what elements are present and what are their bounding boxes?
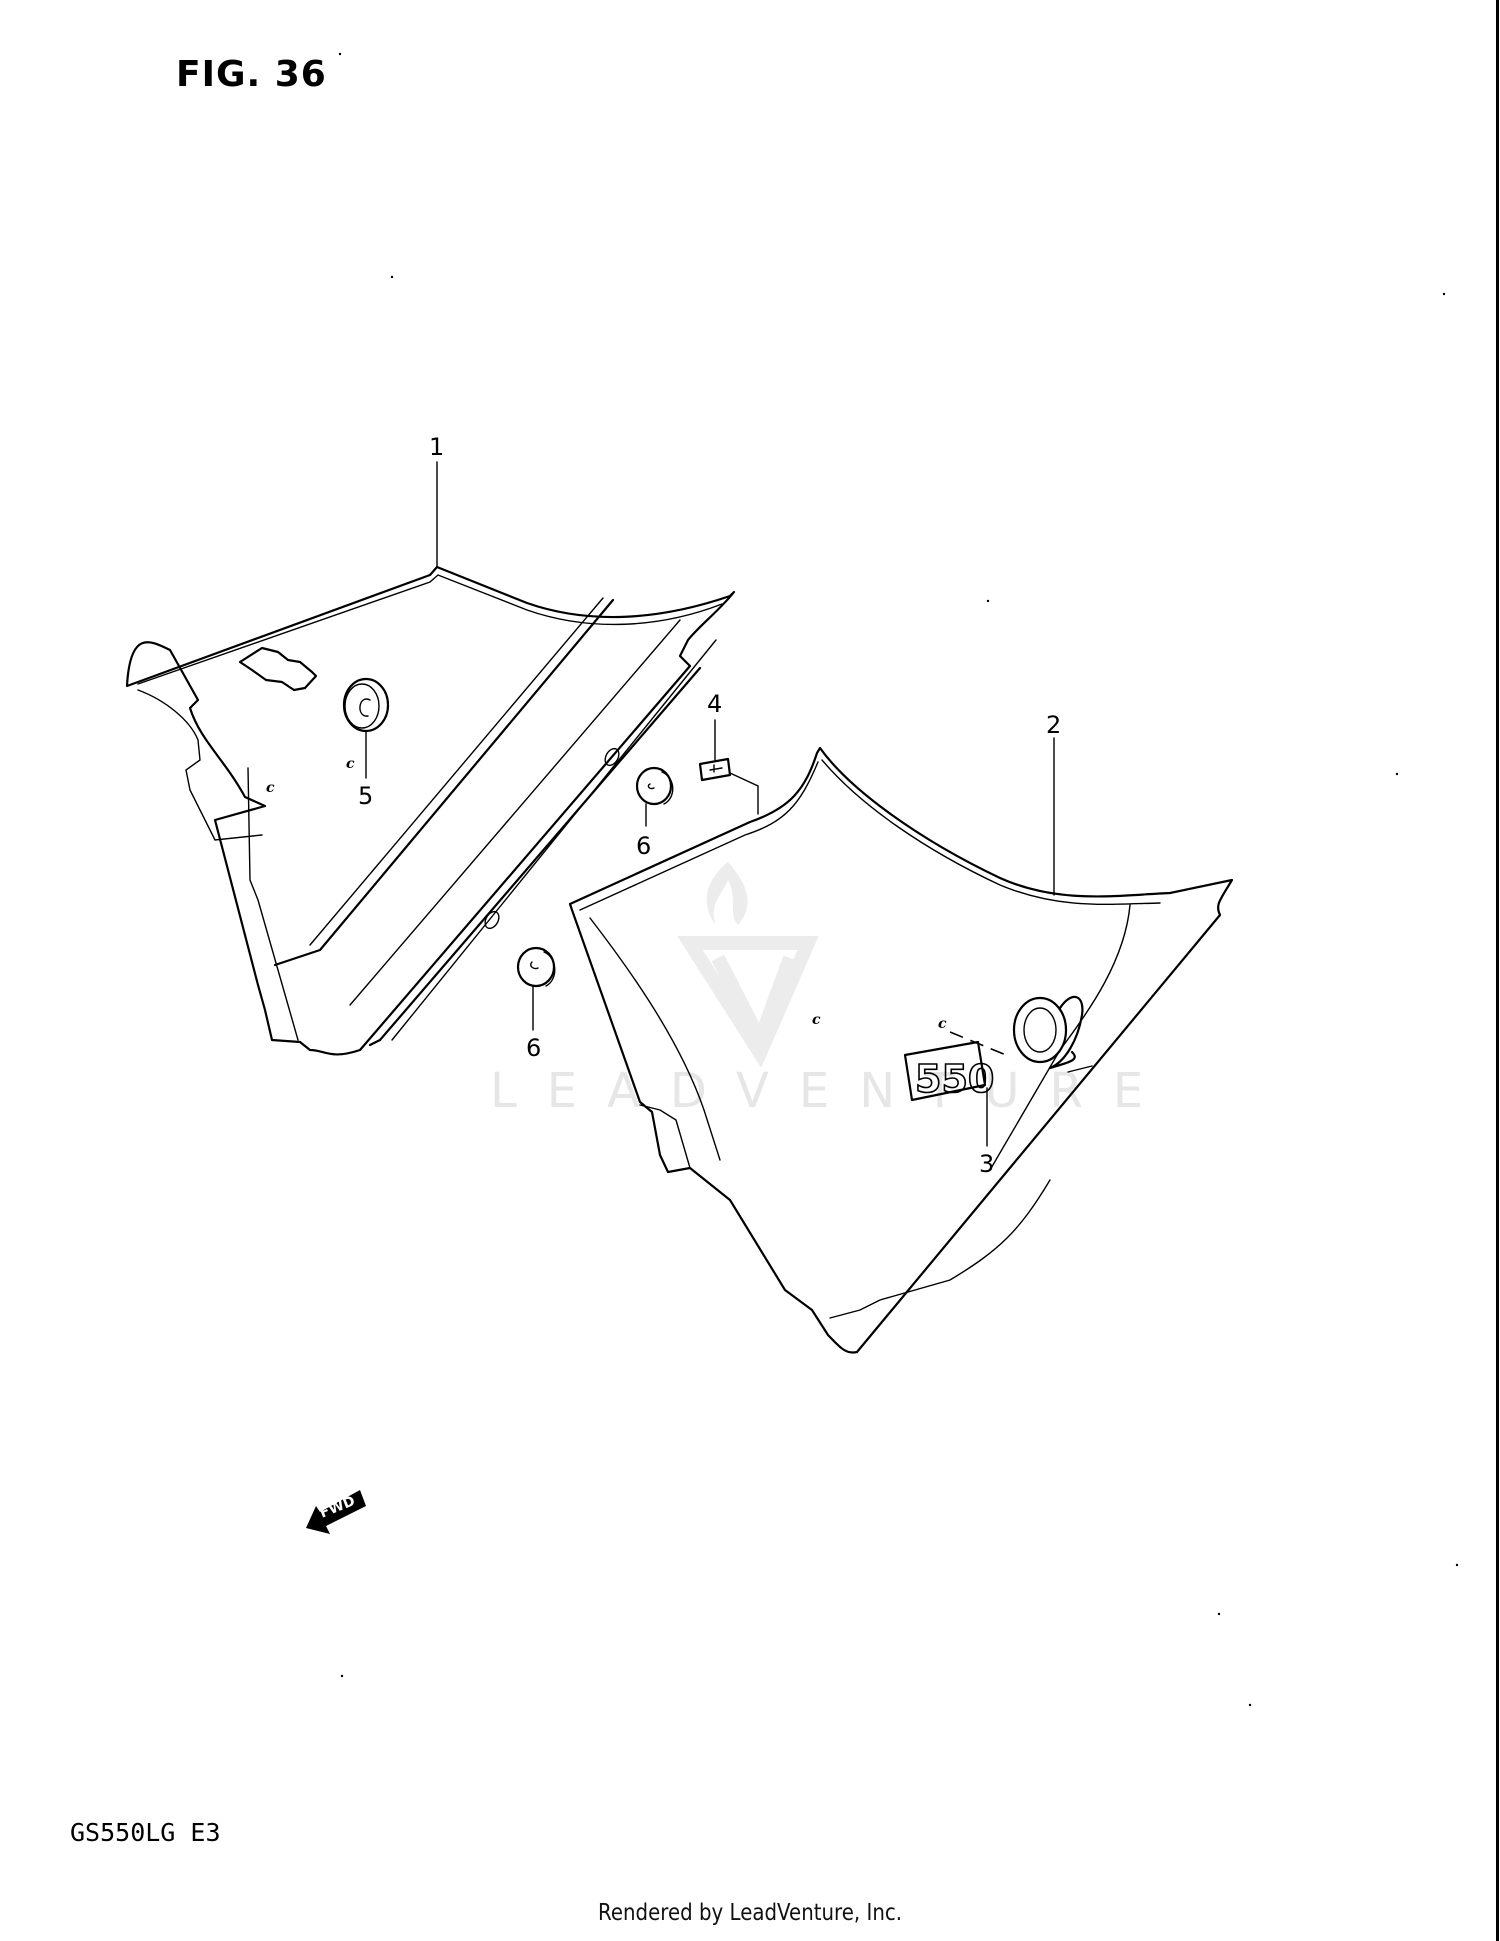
leader-lines	[365, 461, 1055, 1147]
svg-text:c: c	[346, 756, 355, 772]
page-right-border	[1496, 0, 1499, 1941]
callout-5: 5	[358, 782, 373, 810]
scan-specks	[338, 52, 1459, 1707]
part-4-label-plate[interactable]	[698, 757, 759, 815]
leadventure-watermark: LEADVENTURE	[490, 862, 1173, 1119]
fwd-direction-indicator: FWD	[306, 1490, 366, 1534]
svg-text:c: c	[266, 780, 275, 796]
callout-6-upper: 6	[636, 832, 651, 860]
svg-text:c: c	[938, 1016, 947, 1032]
callout-2: 2	[1046, 711, 1061, 739]
part-3-emblem-550L[interactable]: 550	[903, 995, 1093, 1102]
callout-1: 1	[429, 433, 444, 461]
part-6-cushion-upper[interactable]	[635, 766, 674, 806]
part-2-right-frame-cover[interactable]: c c	[568, 746, 1234, 1354]
watermark-text: LEADVENTURE	[490, 1063, 1173, 1119]
callout-4: 4	[707, 690, 722, 718]
part-5-grommet[interactable]	[342, 677, 390, 733]
svg-text:c: c	[812, 1012, 821, 1028]
part-1-left-frame-cover[interactable]: c c	[125, 565, 736, 1056]
callout-6-lower: 6	[526, 1034, 541, 1062]
rendered-by-footer: Rendered by LeadVenture, Inc.	[597, 1900, 903, 1926]
svg-text:550: 550	[915, 1057, 994, 1101]
callout-3: 3	[979, 1150, 994, 1178]
figure-title: FIG. 36	[176, 54, 327, 95]
arrow-left-icon	[306, 1490, 366, 1534]
model-code: GS550LG E3	[70, 1818, 221, 1847]
callout-numbers: 1 2 3 4 5 6 6	[358, 433, 1061, 1178]
part-6-cushion-lower[interactable]	[516, 946, 556, 988]
